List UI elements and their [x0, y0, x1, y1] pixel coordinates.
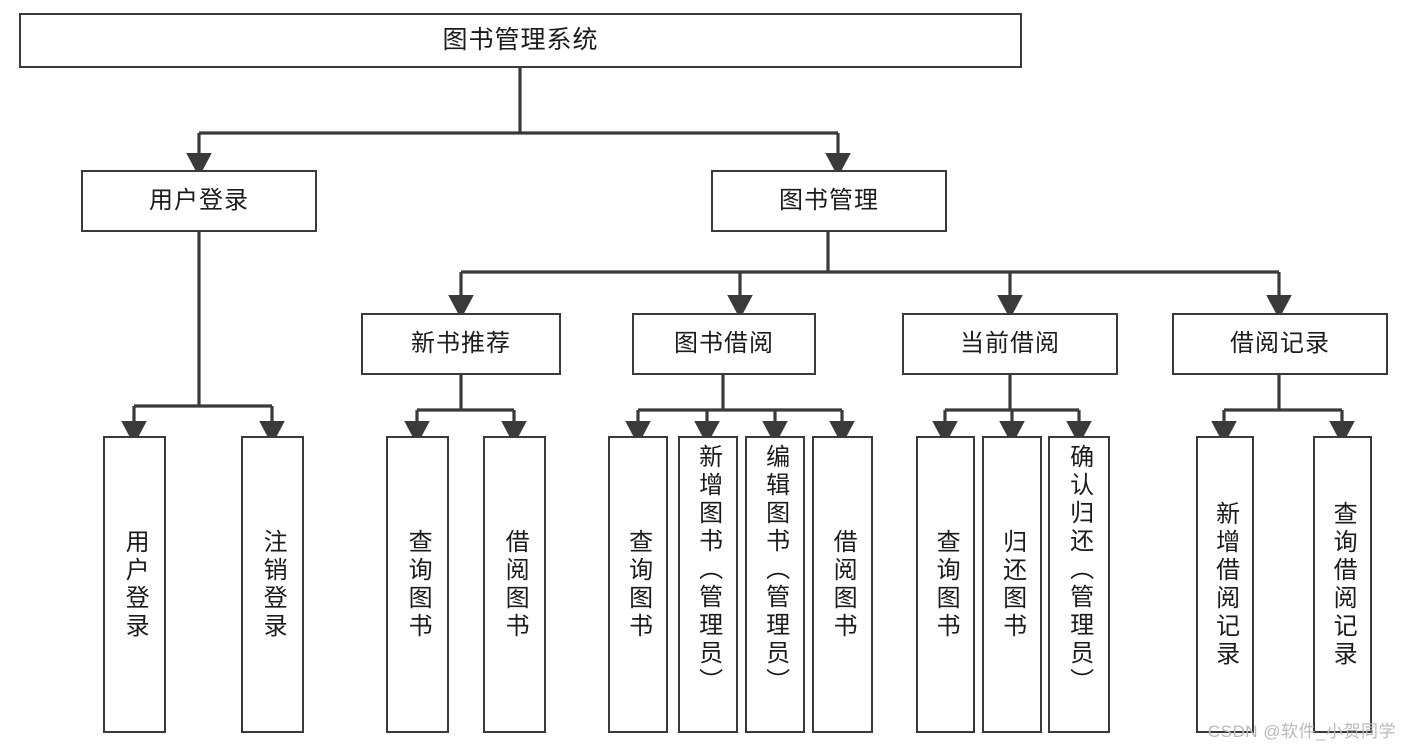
node-label: 当前借阅 — [960, 329, 1060, 357]
node-root-system[interactable]: 图书管理系统 — [19, 13, 1022, 68]
node-label: 查询图书 — [404, 528, 432, 641]
node-book-manage[interactable]: 图书管理 — [711, 170, 947, 232]
node-label: 图书借阅 — [674, 329, 774, 357]
node-book-borrow[interactable]: 图书借阅 — [632, 313, 816, 375]
node-label: 查询图书 — [932, 528, 960, 641]
leaf-user-login[interactable]: 用户登录 — [103, 436, 166, 733]
node-label: 借阅图书 — [501, 528, 529, 641]
node-label: 用户登录 — [121, 528, 149, 641]
node-label: 查询借阅记录 — [1329, 500, 1357, 669]
leaf-query-book-3[interactable]: 查询图书 — [916, 436, 975, 733]
node-label: 归还图书 — [998, 528, 1026, 641]
node-label: 确认归还（管理员） — [1065, 444, 1093, 696]
node-label: 编辑图书（管理员） — [761, 444, 789, 696]
csdn-watermark: CSDN @软件_小贺同学 — [1207, 722, 1396, 741]
leaf-borrow-book-2[interactable]: 借阅图书 — [812, 436, 873, 733]
node-label: 借阅记录 — [1230, 329, 1330, 357]
node-label: 用户登录 — [149, 186, 249, 214]
leaf-add-book[interactable]: 新增图书（管理员） — [678, 436, 738, 733]
node-borrow-record[interactable]: 借阅记录 — [1172, 313, 1388, 375]
node-label: 图书管理系统 — [442, 25, 599, 54]
leaf-confirm-return[interactable]: 确认归还（管理员） — [1048, 436, 1110, 733]
leaf-edit-book[interactable]: 编辑图书（管理员） — [745, 436, 805, 733]
node-user-login[interactable]: 用户登录 — [81, 170, 317, 232]
leaf-borrow-book-1[interactable]: 借阅图书 — [483, 436, 546, 733]
node-label: 新书推荐 — [411, 329, 511, 357]
node-new-book-rec[interactable]: 新书推荐 — [361, 313, 561, 375]
leaf-query-book-2[interactable]: 查询图书 — [608, 436, 668, 733]
leaf-user-logout[interactable]: 注销登录 — [241, 436, 304, 733]
node-label: 新增图书（管理员） — [694, 444, 722, 696]
node-label: 借阅图书 — [829, 528, 857, 641]
leaf-query-book-1[interactable]: 查询图书 — [386, 436, 449, 733]
node-label: 新增借阅记录 — [1211, 500, 1239, 669]
leaf-add-record[interactable]: 新增借阅记录 — [1196, 436, 1254, 733]
node-label: 图书管理 — [779, 186, 879, 214]
leaf-return-book[interactable]: 归还图书 — [982, 436, 1042, 733]
leaf-query-record[interactable]: 查询借阅记录 — [1313, 436, 1372, 733]
node-label: 注销登录 — [259, 528, 287, 641]
node-current-borrow[interactable]: 当前借阅 — [902, 313, 1118, 375]
node-label: 查询图书 — [624, 528, 652, 641]
